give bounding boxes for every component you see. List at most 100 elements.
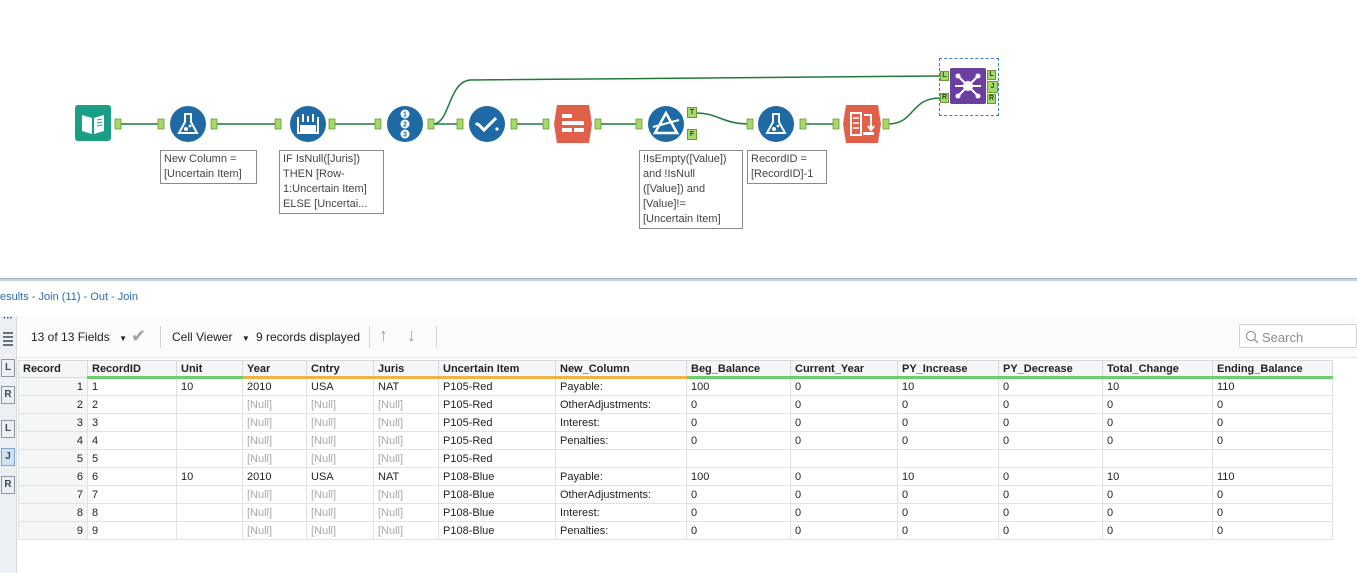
table-cell[interactable]: 0: [1212, 395, 1333, 414]
record-number-cell[interactable]: 8: [18, 503, 88, 522]
table-cell[interactable]: 0: [790, 521, 898, 540]
table-cell[interactable]: 0: [998, 521, 1103, 540]
arrow-up-icon[interactable]: ↑: [379, 325, 388, 345]
table-cell[interactable]: 10: [897, 377, 999, 396]
table-cell[interactable]: 0: [998, 503, 1103, 522]
workflow-canvas[interactable]: 1 2 3 T F: [0, 0, 1357, 278]
table-cell[interactable]: 0: [998, 467, 1103, 486]
table-cell[interactable]: P108-Blue: [438, 467, 556, 486]
table-cell[interactable]: 0: [1212, 503, 1333, 522]
table-cell[interactable]: [790, 449, 898, 468]
column-header[interactable]: Current_Year: [790, 360, 898, 379]
table-cell[interactable]: [Null]: [242, 521, 307, 540]
table-cell[interactable]: [176, 395, 243, 414]
table-cell[interactable]: 110: [1212, 377, 1333, 396]
table-cell[interactable]: [176, 503, 243, 522]
column-header[interactable]: New_Column: [555, 360, 687, 379]
table-cell[interactable]: [Null]: [306, 413, 374, 432]
table-cell[interactable]: 2010: [242, 377, 307, 396]
table-cell[interactable]: [Null]: [306, 431, 374, 450]
table-cell[interactable]: OtherAdjustments:: [555, 395, 687, 414]
column-header[interactable]: Ending_Balance: [1212, 360, 1333, 379]
table-cell[interactable]: 0: [998, 395, 1103, 414]
table-cell[interactable]: 0: [897, 503, 999, 522]
table-cell[interactable]: 0: [686, 431, 791, 450]
record-number-cell[interactable]: 7: [18, 485, 88, 504]
column-header[interactable]: Uncertain Item: [438, 360, 556, 379]
table-cell[interactable]: 10: [176, 377, 243, 396]
table-cell[interactable]: [555, 449, 687, 468]
table-cell[interactable]: [Null]: [306, 521, 374, 540]
table-cell[interactable]: 9: [87, 521, 177, 540]
table-cell[interactable]: [Null]: [373, 449, 439, 468]
table-cell[interactable]: [Null]: [306, 503, 374, 522]
table-cell[interactable]: [897, 449, 999, 468]
search-input[interactable]: Search: [1239, 324, 1357, 348]
column-header[interactable]: PY_Decrease: [998, 360, 1103, 379]
table-cell[interactable]: Interest:: [555, 413, 687, 432]
cell-viewer-dropdown[interactable]: Cell Viewer ▼: [172, 330, 250, 344]
table-cell[interactable]: [Null]: [373, 431, 439, 450]
table-cell[interactable]: [Null]: [242, 431, 307, 450]
table-cell[interactable]: 6: [87, 467, 177, 486]
table-cell[interactable]: 100: [686, 377, 791, 396]
filter-false-anchor[interactable]: F: [687, 129, 697, 140]
column-header[interactable]: Cntry: [306, 360, 374, 379]
table-cell[interactable]: 0: [998, 431, 1103, 450]
table-cell[interactable]: 10: [1102, 467, 1213, 486]
table-cell[interactable]: 0: [1212, 485, 1333, 504]
table-cell[interactable]: 10: [897, 467, 999, 486]
table-cell[interactable]: 0: [790, 395, 898, 414]
table-cell[interactable]: 0: [998, 413, 1103, 432]
table-cell[interactable]: 0: [790, 485, 898, 504]
table-cell[interactable]: 0: [1212, 431, 1333, 450]
table-cell[interactable]: 0: [686, 485, 791, 504]
table-cell[interactable]: USA: [306, 467, 374, 486]
table-cell[interactable]: Interest:: [555, 503, 687, 522]
table-cell[interactable]: [176, 449, 243, 468]
table-cell[interactable]: 0: [897, 431, 999, 450]
table-cell[interactable]: [686, 449, 791, 468]
table-cell[interactable]: 0: [790, 413, 898, 432]
table-cell[interactable]: 7: [87, 485, 177, 504]
table-cell[interactable]: 0: [897, 413, 999, 432]
column-header[interactable]: RecordID: [87, 360, 177, 379]
table-cell[interactable]: P105-Red: [438, 377, 556, 396]
join-left-input-anchor[interactable]: L: [940, 71, 949, 81]
table-cell[interactable]: [176, 485, 243, 504]
table-cell[interactable]: [1102, 449, 1213, 468]
table-cell[interactable]: OtherAdjustments:: [555, 485, 687, 504]
join-right-input-anchor[interactable]: R: [940, 93, 949, 103]
table-cell[interactable]: 0: [1102, 395, 1213, 414]
table-cell[interactable]: Payable:: [555, 467, 687, 486]
rail-output-left[interactable]: L: [1, 420, 15, 438]
table-cell[interactable]: P108-Blue: [438, 485, 556, 504]
table-cell[interactable]: [Null]: [306, 395, 374, 414]
more-icon[interactable]: ···: [3, 313, 13, 324]
table-cell[interactable]: 0: [998, 485, 1103, 504]
table-cell[interactable]: P105-Red: [438, 395, 556, 414]
table-cell[interactable]: [Null]: [306, 449, 374, 468]
table-cell[interactable]: Payable:: [555, 377, 687, 396]
select-tool[interactable]: [468, 105, 505, 142]
record-number-cell[interactable]: 1: [18, 377, 88, 396]
table-cell[interactable]: 110: [1212, 467, 1333, 486]
join-left-output-anchor[interactable]: L: [987, 70, 996, 80]
record-number-cell[interactable]: 6: [18, 467, 88, 486]
table-view-icon[interactable]: [1, 330, 15, 348]
input-data-tool[interactable]: [75, 105, 111, 141]
formula-tool[interactable]: [169, 105, 206, 142]
table-cell[interactable]: [998, 449, 1103, 468]
table-cell[interactable]: 0: [1102, 413, 1213, 432]
table-cell[interactable]: 4: [87, 431, 177, 450]
table-cell[interactable]: P108-Blue: [438, 503, 556, 522]
table-cell[interactable]: 0: [686, 395, 791, 414]
table-cell[interactable]: 2010: [242, 467, 307, 486]
table-cell[interactable]: USA: [306, 377, 374, 396]
table-cell[interactable]: [176, 413, 243, 432]
arrow-down-icon[interactable]: ↓: [407, 325, 416, 345]
